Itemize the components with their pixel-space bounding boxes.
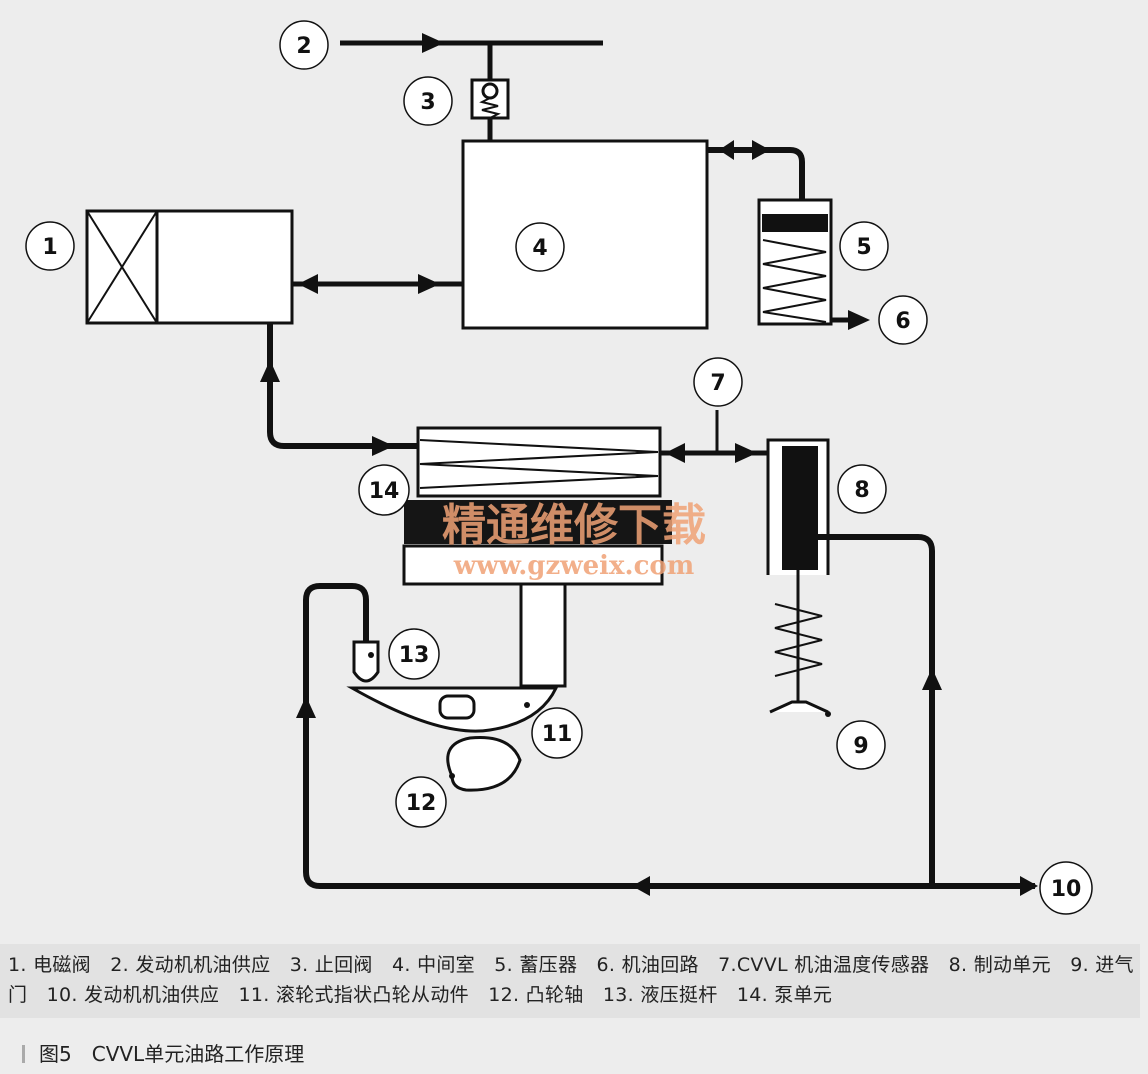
label-7-text: 7 [710,371,725,396]
arrow-left-icon [665,443,685,463]
brake-unit [766,438,830,712]
arrow-up-icon [296,696,316,718]
label-2: 2 [279,20,329,70]
arrow-right-icon [418,274,440,294]
title-bar-decoration [22,1045,25,1063]
label-7: 7 [693,357,743,407]
label-9: 9 [836,720,886,770]
label-12-text: 12 [406,791,437,816]
label-3: 3 [403,76,453,126]
label-12: 12 [395,776,447,828]
arrow-right-icon [422,33,444,53]
cvvl-oil-circuit-diagram: 1 2 3 4 5 6 7 8 9 10 11 12 13 14 精通维修下载 … [25,20,1093,915]
label-14: 14 [358,464,410,516]
label-2-text: 2 [296,34,311,59]
watermark-cn: 精通维修下载 [442,500,706,551]
label-5: 5 [839,221,889,271]
watermark-url: www.gzweix.com [453,551,695,581]
arrow-right-icon [372,436,394,456]
arrow-left-icon [298,274,318,294]
label-9-text: 9 [853,734,868,759]
arrow-left-icon [719,140,734,160]
legend-text: 1. 电磁阀 2. 发动机机油供应 3. 止回阀 4. 中间室 5. 蓄压器 6… [8,954,1134,1006]
check-valve [470,78,510,120]
pump-unit [402,426,672,688]
arrow-up-icon [922,668,942,690]
label-13-text: 13 [399,643,430,668]
label-6-text: 6 [895,309,910,334]
label-8: 8 [837,464,887,514]
label-11: 11 [531,707,583,759]
arrow-right-icon [848,310,870,330]
label-4: 4 [515,222,565,272]
hydraulic-lifter [352,640,380,683]
label-10-text: 10 [1051,877,1082,902]
camshaft [446,735,522,792]
accumulator [757,198,833,326]
legend-box: 1. 电磁阀 2. 发动机机油供应 3. 止回阀 4. 中间室 5. 蓄压器 6… [0,944,1140,1018]
label-11-text: 11 [542,722,573,747]
label-14-text: 14 [369,479,400,504]
arrow-right-icon [1020,876,1038,896]
label-10: 10 [1039,861,1093,915]
figure-title: 图5 CVVL单元油路工作原理 [22,1038,304,1067]
arrow-left-icon [632,876,650,896]
label-8-text: 8 [854,478,869,503]
solenoid-valve [85,209,294,325]
label-3-text: 3 [420,90,435,115]
arrow-right-icon [735,443,757,463]
arrow-up-icon [260,360,280,382]
intake-valve [769,700,829,714]
label-1: 1 [25,221,75,271]
label-5-text: 5 [856,235,871,260]
intermediate-chamber [461,139,709,330]
label-1-text: 1 [42,235,57,260]
label-6: 6 [878,295,928,345]
label-13: 13 [388,628,440,680]
roller-finger-follower [346,686,559,733]
figure-title-text: 图5 CVVL单元油路工作原理 [39,1042,305,1066]
arrow-right-icon [752,140,770,160]
label-4-text: 4 [532,236,547,261]
